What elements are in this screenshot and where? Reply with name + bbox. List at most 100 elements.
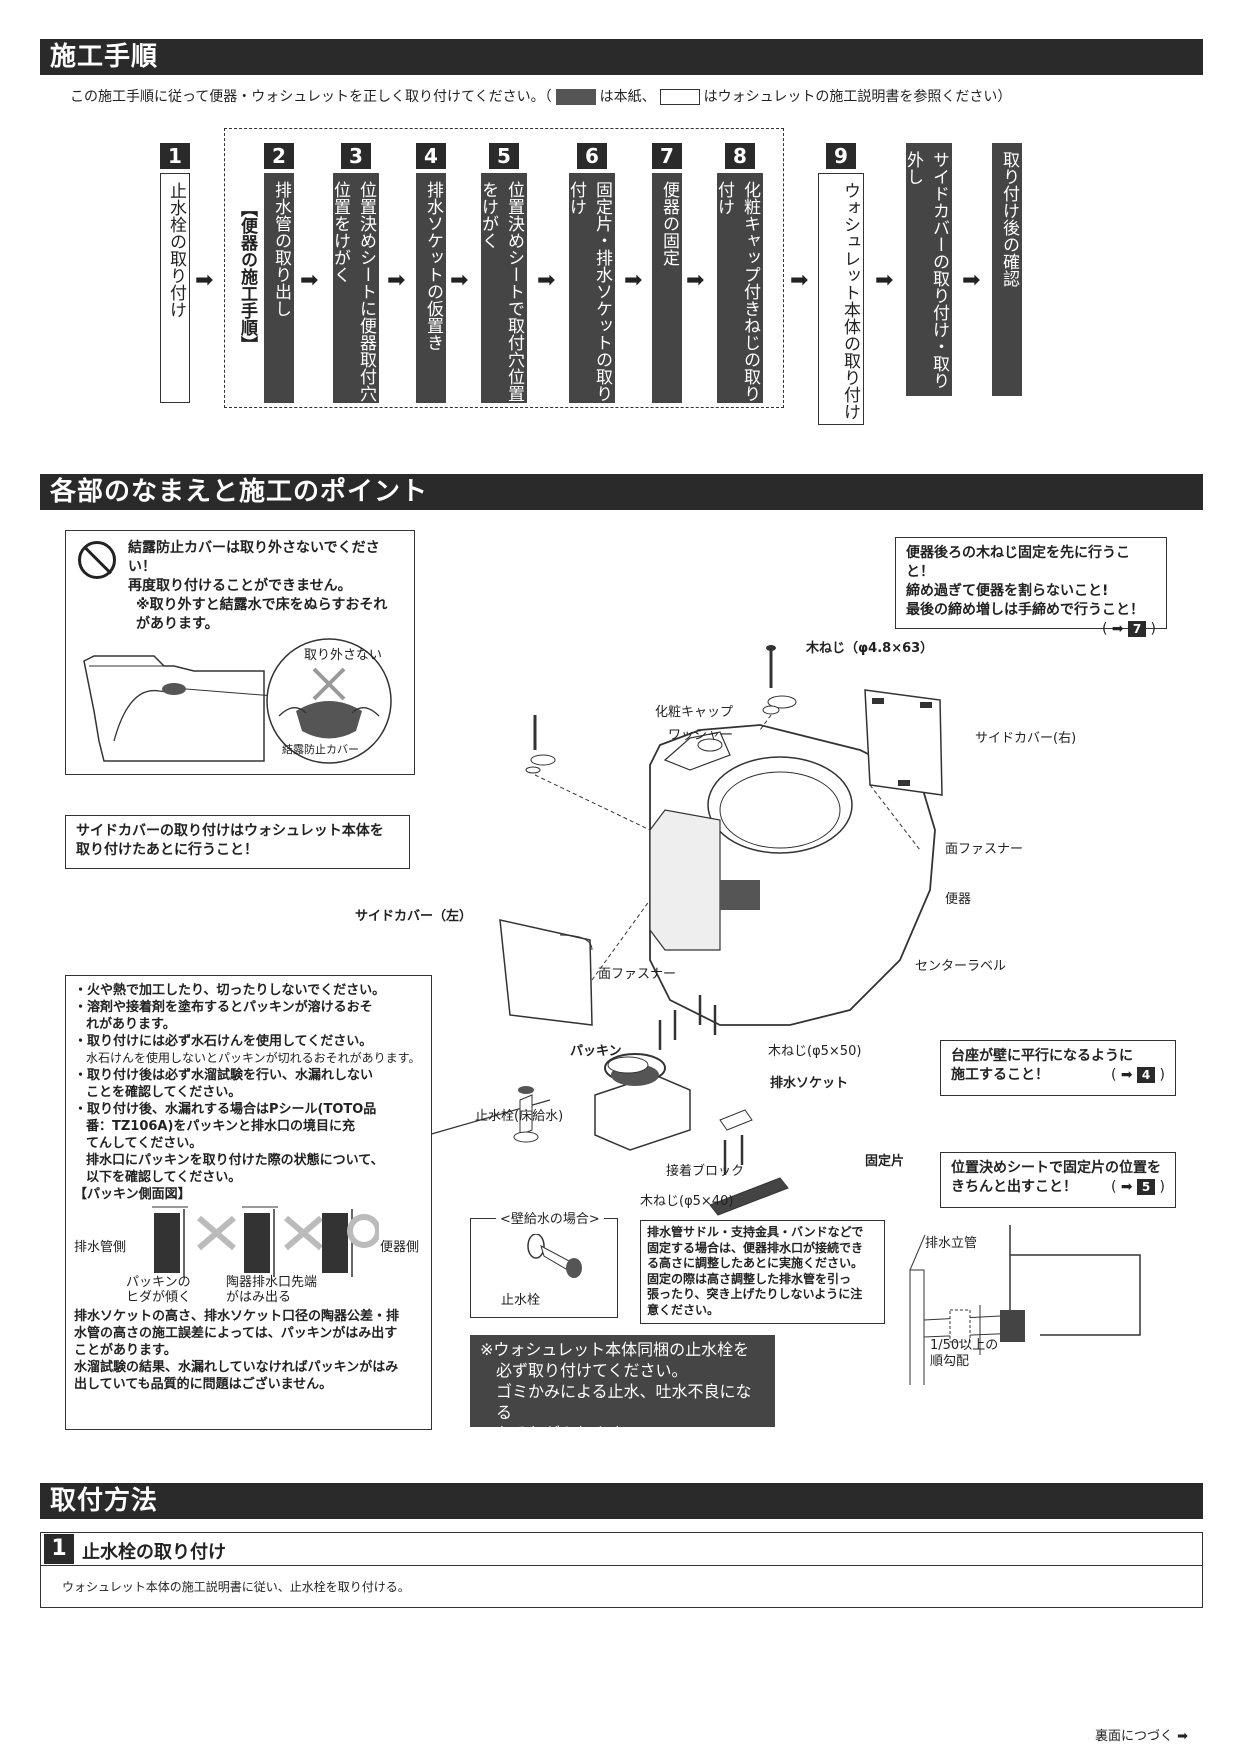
step-label: 固定片・排水ソケットの取り付け (566, 173, 615, 403)
section-title-install: 取付方法 (40, 1483, 1203, 1519)
exploded-diagram (427, 645, 943, 1216)
wall-supply-title: <壁給水の場合> (496, 1210, 604, 1229)
pipe-side-label: 排水管側 (74, 1240, 127, 1255)
step-7: 7 便器の固定 (650, 143, 684, 403)
note-line: 水管の高さの施工誤差によっては、パッキンがはみ出す (74, 1326, 398, 1341)
step-5: 5 位置決めシートで取付穴位置をけがく (478, 143, 530, 403)
note-line: 台座が壁に平行になるように (951, 1048, 1133, 1064)
step-label: 化粧キャップ付きねじの取り付け (714, 173, 763, 403)
arrow-icon: ➡ (962, 268, 981, 293)
caption-line: パッキンの (126, 1275, 191, 1290)
wood-screw-note: 便器後ろの木ねじ固定を先に行うこと！ 締め過ぎて便器を割らないこと! 最後の締め… (895, 537, 1167, 637)
label-toilet: 便器 (945, 892, 972, 907)
intro-part1: この施工手順に従って便器・ウォシュレットを正しく取り付けてください。（ (70, 89, 552, 105)
note-line: 結露防止カバーは取り外さないでください！ (128, 540, 380, 575)
white-swatch (659, 89, 700, 105)
arrow-icon: ➡ (387, 268, 406, 293)
note-line: てんしてください。 (86, 1136, 203, 1151)
note-text: きちんと出すこと！ (951, 1179, 1077, 1195)
label-cosmetic-cap: 化粧キャップ (655, 705, 734, 720)
caption-line: 陶器排水口先端 (226, 1275, 318, 1290)
label-drain-riser: 排水立管 (925, 1236, 978, 1251)
step-label: サイドカバーの取り付け・取り外し (903, 143, 952, 396)
group-label: 【便器の施工手順】 (237, 200, 257, 353)
arrow-icon: ➡ (450, 268, 469, 293)
dark-swatch (555, 89, 596, 105)
label-wood-screw-top: 木ねじ（φ4.8×63） (806, 641, 934, 656)
base-note: 台座が壁に平行になるように 施工すること！ ( ➡ 4 ) (940, 1040, 1176, 1096)
step-label: 排水管の取り出し (264, 173, 294, 403)
ref-number: 7 (1128, 621, 1147, 637)
note-line: 【パッキン側面図】 (74, 1187, 191, 1202)
step-9: 9 ウォシュレット本体の取り付け (815, 143, 867, 425)
note-line: 取り付けたあとに行うこと！ (76, 842, 258, 858)
fixing-note: 位置決めシートで固定片の位置を きちんと出すこと！ ( ➡ 5 ) (940, 1152, 1176, 1208)
step-label: 位置決めシートに便器取付穴位置をけがく (330, 173, 379, 403)
label-face-fastener: 面ファスナー (945, 842, 1024, 857)
step-number: 7 (652, 143, 682, 169)
label-center-label: センターラベル (915, 959, 1007, 974)
wall-supply-box: <壁給水の場合> 止水栓 (470, 1210, 618, 1318)
intro-text: この施工手順に従って便器・ウォシュレットを正しく取り付けてください。（は本紙、は… (70, 86, 1011, 106)
note-text: 施工すること！ (951, 1067, 1049, 1083)
arrow-icon: ➡ (537, 268, 556, 293)
note-line: 便器後ろの木ねじ固定を先に行うこと！ (906, 545, 1130, 580)
step-3: 3 位置決めシートに便器取付穴位置をけがく (330, 143, 382, 403)
arrow-icon: ➡ (875, 268, 894, 293)
step-6: 6 固定片・排水ソケットの取り付け (566, 143, 618, 403)
note-line: 排水ソケットの高さ、排水ソケット口径の陶器公差・排 (74, 1309, 400, 1324)
arrow-icon: ➡ (300, 268, 319, 293)
step-number: 4 (416, 143, 446, 169)
note-line: 最後の締め増しは手締めで行うこと！ (906, 602, 1144, 618)
note-line: おそれがあります。 (496, 1424, 639, 1443)
note-line: ・取り付けには必ず水石けんを使用してください。 (74, 1034, 373, 1049)
step-label: 排水ソケットの仮置き (416, 173, 446, 403)
ref-number: 5 (1137, 1179, 1156, 1195)
install-step-number: 1 (44, 1534, 74, 1564)
note-line: 水溜試験の結果、水漏れしていなければパッキンがはみ (74, 1360, 399, 1375)
footer-text: 裏面につづく (1095, 1729, 1174, 1744)
toilet-side-label: 便器側 (380, 1240, 420, 1255)
wall-valve-icon (527, 1234, 582, 1278)
caption-line: ヒダが傾く (126, 1290, 192, 1305)
install-step-1-box (40, 1532, 1203, 1608)
step-number: 8 (725, 143, 755, 169)
label-wood-screw-50: 木ねじ(φ5×50) (768, 1044, 862, 1059)
step-label: 取り付け後の確認 (992, 143, 1022, 396)
note-line: ※ウォシュレット本体同梱の止水栓を (480, 1340, 750, 1359)
intro-part3: はウォシュレットの施工説明書を参照ください） (703, 89, 1012, 105)
step-label: 便器の固定 (652, 173, 682, 403)
note-line: 意ください。 (647, 1302, 720, 1317)
packing-note: ・火や熱で加工したり、切ったりしないでください。 ・溶剤や接着剤を塗布するとパッ… (65, 975, 432, 1430)
ref-number: 4 (1137, 1067, 1156, 1083)
note-line: 位置決めシートで固定片の位置を (951, 1160, 1161, 1176)
arrow-icon: ➡ (1177, 1729, 1189, 1744)
pipe-saddle-note: 排水管サドル・支持金具・バンドなどで 固定する場合は、便器排水口が接続でき る高… (640, 1220, 885, 1324)
step-number: 2 (264, 143, 294, 169)
note-line: ゴミかみによる止水、吐水不良になる (496, 1382, 752, 1422)
condensation-cover-note: 結露防止カバーは取り外さないでください！ 再度取り付けることができません。 ※取… (65, 530, 415, 775)
note-line: 固定する場合は、便器排水口が接続でき (647, 1240, 864, 1255)
note-line: 水石けんを使用しないとパッキンが切れるおそれがあります。 (86, 1051, 421, 1065)
note-line: ・取り付け後、水漏れする場合はPシール(TOTO品 (74, 1102, 377, 1117)
label-slope: 1/50以上の順勾配 (930, 1338, 998, 1370)
step-label: 止水栓の取り付け (160, 173, 190, 403)
cover-label: 結露防止カバー (282, 742, 359, 756)
label-wood-screw-40: 木ねじ(φ5×40) (640, 1194, 734, 1209)
note-line: 再度取り付けることができません。 (128, 578, 352, 594)
bubble-label: 取り外さない (304, 648, 382, 663)
note-line: ことを確認してください。 (86, 1085, 242, 1100)
arrow-icon: ➡ (624, 268, 643, 293)
note-line: ・溶剤や接着剤を塗布するとパッキンが溶けるおそ (74, 1000, 373, 1015)
caption-2: 陶器排水口先端がはみ出る (226, 1275, 317, 1305)
section-title-procedure: 施工手順 (40, 39, 1203, 75)
label-side-cover-right: サイドカバー(右) (975, 731, 1077, 746)
step-2: 2 排水管の取り出し (262, 143, 296, 403)
note-line: ・火や熱で加工したり、切ったりしないでください。 (74, 983, 386, 998)
note-line-with-ref: きちんと出すこと！ ( ➡ 5 ) (951, 1179, 1165, 1195)
note-line: れがあります。 (86, 1017, 176, 1032)
caption-1: パッキンのヒダが傾く (126, 1275, 191, 1305)
label-face-fastener: 面ファスナー (598, 967, 677, 982)
drain-riser-diagram (909, 1225, 1141, 1385)
ref-step: ( ➡ 7 ) (1101, 621, 1156, 637)
